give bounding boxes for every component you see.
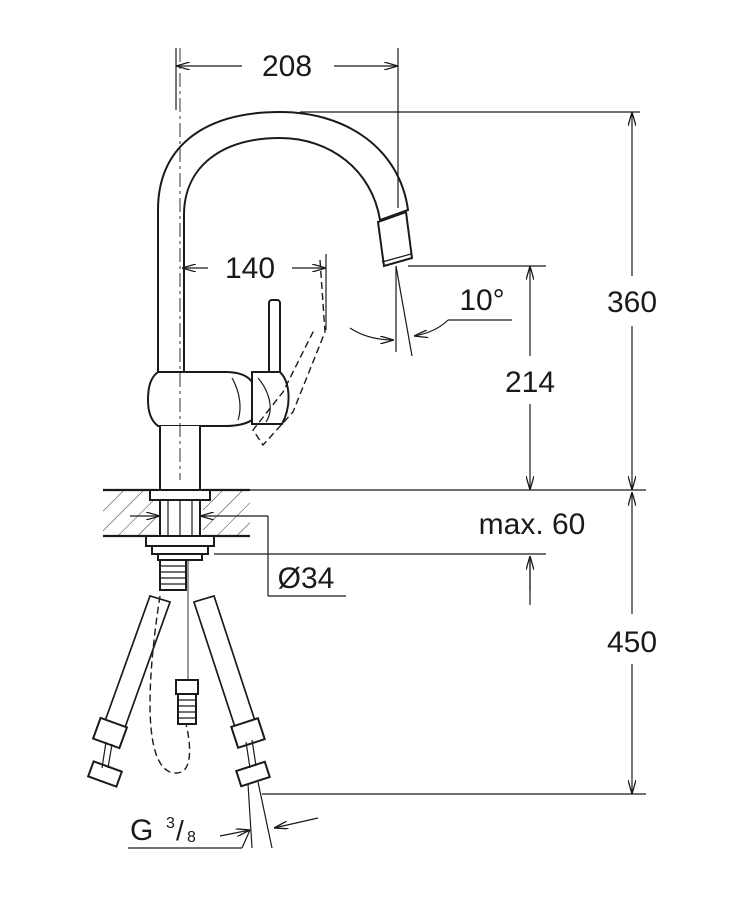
thread-g-3-8: G 3 / 8 bbox=[128, 814, 319, 849]
cap-detail-2 bbox=[257, 377, 271, 423]
thread-denominator: 8 bbox=[187, 829, 196, 846]
dim-140: 140 bbox=[182, 252, 327, 330]
lever-swing-phantom bbox=[252, 259, 326, 447]
dim-10-degree: 10° bbox=[349, 265, 512, 357]
dim-208: 208 bbox=[175, 48, 399, 208]
thread-numerator: 3 bbox=[166, 815, 175, 832]
dim-214-label: 214 bbox=[505, 366, 555, 399]
dim-360-label: 360 bbox=[607, 286, 657, 319]
dim-450: 450 bbox=[262, 492, 657, 795]
dim-diameter-34: Ø34 bbox=[130, 516, 346, 597]
cap-detail bbox=[231, 377, 241, 421]
spout-tip bbox=[376, 210, 414, 268]
dim-140-label: 140 bbox=[225, 252, 275, 285]
dim-208-label: 208 bbox=[262, 50, 312, 83]
dim-max-60: max. 60 bbox=[214, 508, 585, 605]
pullout-hose bbox=[149, 595, 199, 774]
dim-214: 214 bbox=[408, 265, 555, 490]
supply-hose-left bbox=[86, 595, 172, 788]
supply-hose-right bbox=[192, 595, 273, 849]
spout-outer-contour bbox=[157, 110, 410, 380]
dim-450-label: 450 bbox=[607, 626, 657, 659]
faucet-body bbox=[146, 110, 414, 491]
dim-max-60-label: max. 60 bbox=[479, 508, 586, 541]
mixer-body bbox=[146, 371, 253, 427]
dim-10-label: 10° bbox=[459, 284, 504, 317]
thread-slash: / bbox=[176, 815, 184, 846]
dim-360: 360 bbox=[300, 111, 657, 490]
dim-diameter-34-label: Ø34 bbox=[278, 562, 335, 595]
cartridge-cap bbox=[251, 371, 290, 425]
thread-g-label: G bbox=[130, 814, 153, 847]
lever-handle bbox=[268, 299, 281, 377]
spout-tip-ring bbox=[381, 253, 412, 263]
mounting-assembly bbox=[145, 489, 215, 680]
